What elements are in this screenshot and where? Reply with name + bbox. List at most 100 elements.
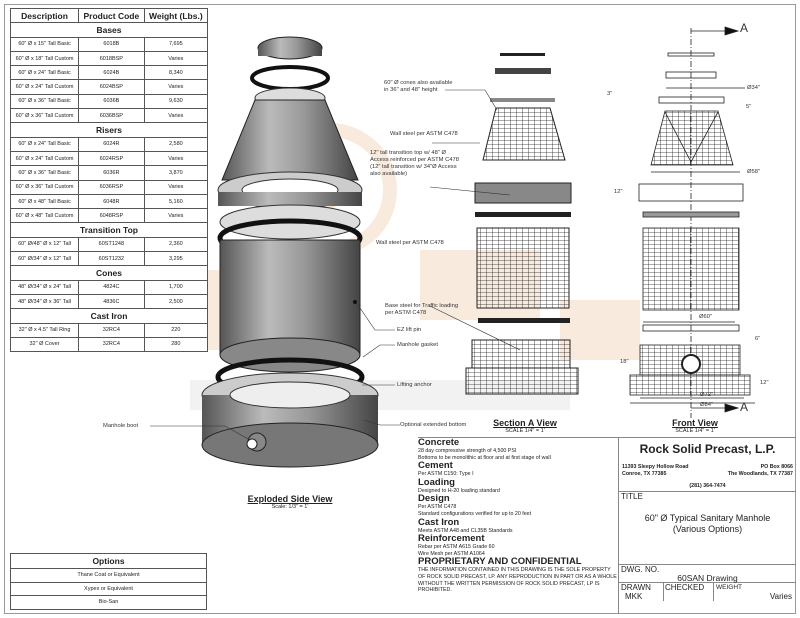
weight-cell: Varies (143, 179, 209, 195)
drawing-title: 60" Ø Typical Sanitary Manhole (644, 513, 771, 523)
weight-value: Varies (769, 592, 792, 601)
note-heading: Loading (418, 476, 455, 488)
note-heading: Design (418, 493, 450, 505)
option-item: Bio-San (10, 595, 207, 610)
callout-transition-top: 12" tall transition top w/ 48" Ø Access … (370, 150, 459, 177)
dim-label: 6" (755, 336, 761, 342)
dim-label: 12" (760, 380, 769, 386)
callout-base-steel: Base steel for Traffic loading per ASTM … (385, 303, 459, 316)
description-cell: 60" Ø x 18" Tall Custom (9, 50, 80, 67)
dim-label: Ø58" (747, 169, 761, 175)
dim-label: Ø84" (700, 402, 714, 408)
drawn-by: MKK (625, 592, 643, 601)
drawing-subtitle: (Various Options) (672, 524, 743, 534)
drawn-label: DRAWN (621, 583, 651, 592)
view-title: Exploded Side View (247, 494, 333, 504)
weight-label: WEIGHT (716, 584, 742, 591)
dwg-no: 60SAN Drawing (677, 573, 738, 583)
view-title: Section A View (493, 418, 557, 428)
callout-wall-steel: Wall steel per ASTM C478 (390, 131, 458, 137)
callout-manhole-boot: Manhole boot (103, 423, 139, 429)
note-line: Meets ASTM A48 and CL35B Standards (418, 527, 513, 534)
weight-cell: Varies (143, 150, 209, 167)
dim-label: 3" (607, 91, 613, 97)
address-line: 11393 Sleepy Hollow Road (622, 464, 689, 470)
callout-lifting-anchor: Lifting anchor (397, 382, 432, 388)
description-cell: 60" Ø x 24" Tall Custom (9, 150, 80, 167)
callout-lift-pin: EZ lift pin (397, 327, 422, 333)
exploded-side-view (150, 36, 400, 468)
address-line: The Woodlands, TX 77387 (727, 470, 793, 477)
col-description: Description (9, 7, 80, 24)
note-line: Per ASTM C150: Type I (418, 471, 474, 478)
weight-cell: 3,870 (143, 165, 209, 181)
address-line: Conroe, TX 77385 (622, 470, 667, 477)
note-line: Standard configurations verified for up … (418, 510, 532, 517)
dim-label: Ø60" (699, 314, 713, 320)
note-heading: Reinforcement (418, 533, 485, 545)
title-block: Rock Solid Precast, L.P. 11393 Sleepy Ho… (618, 437, 796, 614)
dwg-no-label: DWG. NO. (621, 565, 660, 574)
section-heading: Risers (10, 122, 208, 138)
dim-label: 12" (614, 189, 623, 195)
note-line: Wire Mesh per ASTM A1064 (418, 550, 485, 557)
col-weight: Weight (Lbs.) (143, 7, 209, 24)
callout-extended-bottom: Optional extended bottom (400, 422, 467, 428)
view-scale: SCALE 1/4" = 1' (505, 428, 545, 434)
confidential-text: THE INFORMATION CONTAINED IN THIS DRAWIN… (418, 567, 617, 594)
front-view (629, 26, 755, 418)
address-line: PO Box 8066 (760, 464, 793, 470)
section-marker: A (740, 21, 749, 35)
weight-cell: 2,580 (143, 136, 209, 152)
product-code-cell: 32RC4 (78, 336, 145, 353)
view-scale: SCALE 1/4" = 1' (675, 428, 715, 434)
confidential-heading: PROPRIETARY AND CONFIDENTIAL (418, 556, 582, 568)
description-cell: 60" Ø x 48" Tall Custom (9, 208, 80, 224)
weight-cell: 5,160 (143, 193, 209, 210)
title-label: TITLE (621, 492, 643, 501)
dim-label: Ø72" (700, 392, 714, 398)
note-heading: Concrete (418, 437, 460, 448)
description-cell: 60" Ø x 36" Tall Custom (9, 179, 80, 195)
description-cell: 60" Ø/48" Ø x 12" Tall (9, 236, 80, 253)
weight-cell: Varies (143, 79, 209, 95)
dim-label: Ø34" (747, 85, 761, 91)
callout-wall-steel: Wall steel per ASTM C478 (376, 240, 444, 246)
description-cell: 60" Ø x 24" Tall Basic (9, 136, 80, 152)
description-cell: 60" Ø x 48" Tall Basic (9, 193, 80, 210)
dim-label: 18" (620, 359, 629, 365)
description-cell: 60" Ø x 36" Tall Basic (9, 165, 80, 181)
product-code-cell: 6036RSP (78, 179, 145, 195)
section-marker: A (740, 400, 749, 414)
weight-cell: 2,360 (143, 236, 209, 253)
note-heading: Cement (418, 460, 453, 472)
weight-cell: 280 (143, 336, 209, 353)
note-line: Designed to H-20 loading standard (418, 487, 500, 494)
dim-label: 5" (746, 104, 752, 110)
checked-label: CHECKED (663, 583, 713, 601)
note-heading: Cast Iron (418, 516, 460, 528)
drawing-frame (4, 4, 796, 614)
section-heading: Transition Top (10, 222, 208, 238)
section-a-view (429, 53, 579, 395)
note-line: Bottoms to be monolithic at floor and at… (418, 454, 551, 461)
options-heading: Options (10, 553, 207, 569)
options-table: Options Thane Coat or Equivalent Xypex o… (10, 553, 207, 610)
